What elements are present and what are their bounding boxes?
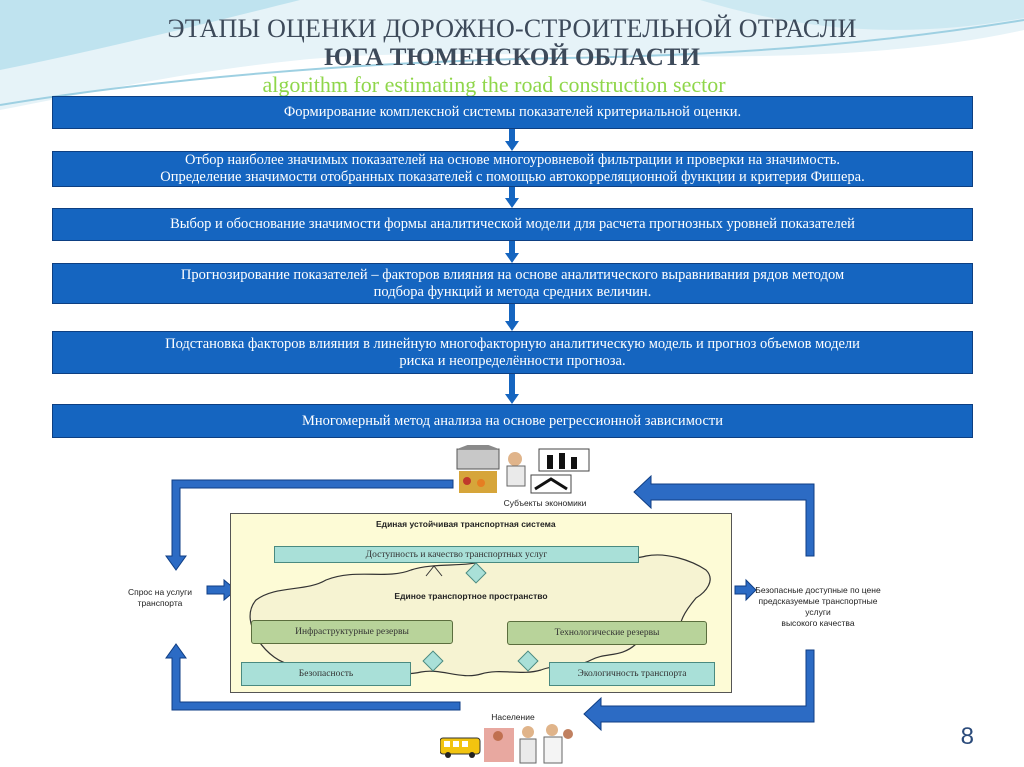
ecology-box: Экологичность транспорта <box>549 662 715 686</box>
step-2: Отбор наиболее значимых показателей на о… <box>52 151 973 187</box>
transport-system-panel: Единая устойчивая транспортная система Д… <box>230 513 732 693</box>
arrow-down-icon <box>505 129 519 151</box>
step-6: Многомерный метод анализа на основе регр… <box>52 404 973 438</box>
step-5: Подстановка факторов влияния в линейную … <box>52 331 973 374</box>
step-3: Выбор и обоснование значимости формы ана… <box>52 208 973 241</box>
connector-diamonds <box>422 562 539 672</box>
arrow-down-icon <box>505 187 519 208</box>
safety-box: Безопасность <box>241 662 411 686</box>
services-line3: высокого качества <box>781 618 855 628</box>
economy-subjects-illustration <box>456 445 590 494</box>
demand-label: Спрос на услуги транспорта <box>115 587 205 609</box>
step-2-text-line2: Определение значимости отобранных показа… <box>160 169 865 185</box>
population-illustration <box>440 724 573 764</box>
page-title-line1: ЭТАПЫ ОЦЕНКИ ДОРОЖНО-СТРОИТЕЛЬНОЙ ОТРАСЛ… <box>167 14 857 43</box>
services-line2: предсказуемые транспортные услуги <box>758 596 878 617</box>
step-1: Формирование комплексной системы показат… <box>52 96 973 129</box>
accessibility-box: Доступность и качество транспортных услу… <box>274 546 639 563</box>
arrow-down-icon <box>505 304 519 331</box>
demand-line2: транспорта <box>137 598 183 608</box>
infra-reserves-box: Инфраструктурные резервы <box>251 620 453 644</box>
economy-subjects-label: Субъекты экономики <box>503 498 587 508</box>
system-title: Единая устойчивая транспортная система <box>376 519 556 529</box>
header-wave-decoration <box>0 0 1024 110</box>
page-number: 8 <box>960 723 974 750</box>
page-subtitle: algorithm for estimating the road constr… <box>262 72 726 97</box>
step-5-text-line1: Подстановка факторов влияния в линейную … <box>165 335 860 352</box>
services-line1: Безопасные доступные по цене <box>755 585 881 595</box>
step-5-text-line2: риска и неопределённости прогноза. <box>399 352 626 369</box>
space-label: Единое транспортное пространство <box>394 591 548 601</box>
step-1-text: Формирование комплексной системы показат… <box>283 104 742 120</box>
demand-line1: Спрос на услуги <box>127 587 193 597</box>
services-label: Безопасные доступные по цене предсказуем… <box>748 585 888 629</box>
step-3-text: Выбор и обоснование значимости формы ана… <box>170 216 855 232</box>
arrow-down-icon <box>505 374 519 404</box>
step-4-text-line2: подбора функций и метода средних величин… <box>373 283 652 300</box>
cycle-arrows <box>165 474 815 732</box>
arrow-down-icon <box>505 241 519 263</box>
step-4-text-line1: Прогнозирование показателей – факторов в… <box>180 266 845 283</box>
step-2-text-line1: Отбор наиболее значимых показателей на о… <box>185 152 840 168</box>
tech-reserves-box: Технологические резервы <box>507 621 707 645</box>
population-label: Население <box>491 712 535 722</box>
page-title-line2: ЮГА ТЮМЕНСКОЙ ОБЛАСТИ <box>324 44 700 71</box>
step-6-text: Многомерный метод анализа на основе регр… <box>301 412 724 429</box>
step-4: Прогнозирование показателей – факторов в… <box>52 263 973 304</box>
